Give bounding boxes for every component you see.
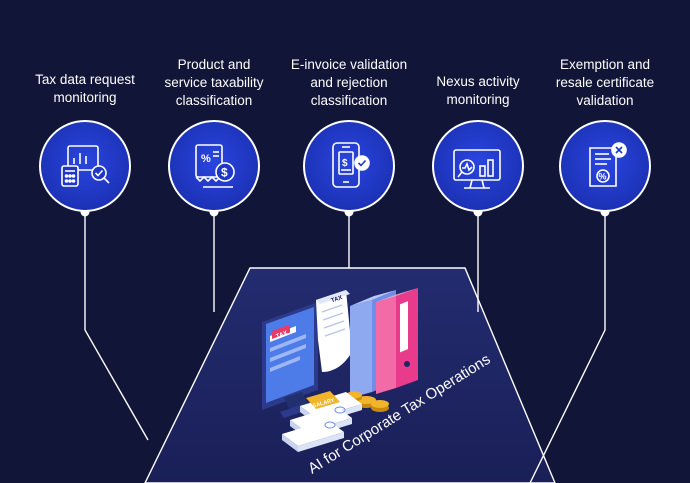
node-circle-5 (559, 120, 651, 212)
node-circle-4 (432, 120, 524, 212)
phone-invoice-check-icon: $ (332, 142, 370, 188)
node-label-4: Nexus activity monitoring (436, 74, 520, 107)
monitor-tax-tag: TAX (276, 331, 289, 341)
svg-text:$: $ (342, 158, 348, 169)
node-circle-2 (168, 120, 260, 212)
monitor-illustration: TAX (262, 302, 320, 418)
connector-line-5 (529, 212, 606, 483)
svg-text:%: % (201, 153, 211, 165)
tax-illustration: TAX TAX (262, 288, 493, 477)
receipt-tax-tag: TAX (330, 295, 343, 304)
calculator-chart-icon (61, 145, 110, 187)
percent-dollar-receipt-icon: % $ (195, 144, 235, 188)
node-label-3: E-invoice validation and rejection class… (290, 57, 408, 108)
svg-text:$: $ (221, 166, 228, 180)
certificate-percent-icon: % (589, 142, 627, 187)
svg-text:%: % (599, 172, 607, 182)
connector-line-1 (84, 212, 149, 441)
node-label-1: Tax data request monitoring (35, 72, 135, 105)
node-label-2: Product and service taxability classific… (164, 57, 264, 108)
money-stack: SALARY (282, 391, 362, 452)
binder-pink (376, 288, 418, 394)
node-label-5: Exemption and resale certificate validat… (555, 57, 655, 108)
node-circle-3 (303, 120, 395, 212)
monitor-chart-icon (453, 149, 501, 189)
receipt-illustration: TAX (316, 290, 352, 372)
node-circle-1 (39, 120, 131, 212)
